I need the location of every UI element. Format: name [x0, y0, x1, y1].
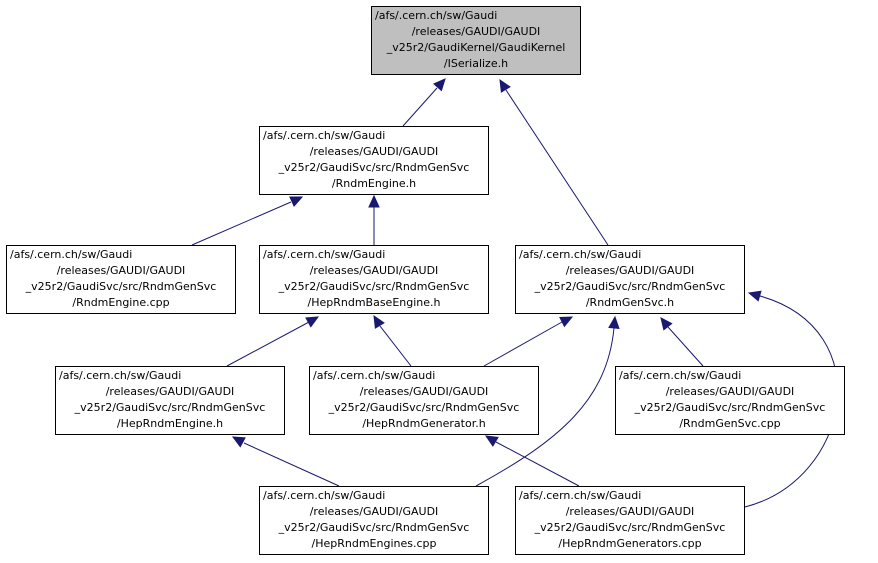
node-label-line: /afs/.cern.ch/sw/Gaudi: [375, 9, 498, 22]
node-label-line: /releases/GAUDI/GAUDI: [309, 505, 439, 518]
arrowhead-icon: [231, 436, 246, 448]
node-label-line: /RndmGenSvc.cpp: [679, 417, 781, 430]
node-label-line: /afs/.cern.ch/sw/Gaudi: [519, 489, 642, 502]
node-heprndmengines-cpp[interactable]: /afs/.cern.ch/sw/Gaudi/releases/GAUDI/GA…: [259, 486, 489, 555]
node-rndmengine-cpp[interactable]: /afs/.cern.ch/sw/Gaudi/releases/GAUDI/GA…: [6, 245, 236, 314]
arrowhead-icon: [660, 317, 673, 331]
node-label-line: /afs/.cern.ch/sw/Gaudi: [263, 129, 386, 142]
edge-rndmengine_cpp-to-rndmengine_h: [191, 201, 292, 246]
arrowhead-icon: [499, 78, 511, 93]
edge-heprndmengines_cpp-to-heprndmengine_h: [243, 442, 340, 487]
node-label-line: /RndmEngine.cpp: [72, 296, 170, 309]
edge-rndmengine_h-to-iserialize: [402, 87, 438, 127]
node-rndmgensvc-cpp[interactable]: /afs/.cern.ch/sw/Gaudi/releases/GAUDI/GA…: [615, 366, 845, 435]
node-rndmengine-h[interactable]: /afs/.cern.ch/sw/Gaudi/releases/GAUDI/GA…: [259, 126, 489, 195]
node-label-line: _v25r2/GaudiSvc/src/RndmGenSvc: [25, 280, 217, 293]
node-label-line: _v25r2/GaudiSvc/src/RndmGenSvc: [534, 280, 726, 293]
arrowhead-icon: [373, 314, 385, 329]
node-label-line: /HepRndmBaseEngine.h: [307, 296, 441, 309]
node-label-line: _v25r2/GaudiSvc/src/RndmGenSvc: [534, 521, 726, 534]
edge-heprndmengine_h-to-heprndmbaseengine_h: [226, 321, 310, 367]
node-label-line: /releases/GAUDI/GAUDI: [565, 264, 695, 277]
node-heprndmbaseengine-h[interactable]: /afs/.cern.ch/sw/Gaudi/releases/GAUDI/GA…: [259, 245, 489, 314]
node-label-line: _v25r2/GaudiKernel/GaudiKernel: [386, 41, 566, 54]
edge-rndmgensvc_h-to-iserialize: [505, 89, 609, 246]
node-label-line: /afs/.cern.ch/sw/Gaudi: [519, 248, 642, 261]
node-iserialize: /afs/.cern.ch/sw/Gaudi/releases/GAUDI/GA…: [371, 6, 581, 75]
node-label-line: /releases/GAUDI/GAUDI: [565, 505, 695, 518]
arrowhead-icon: [747, 290, 762, 302]
node-heprndmgenerator-h[interactable]: /afs/.cern.ch/sw/Gaudi/releases/GAUDI/GA…: [309, 366, 539, 435]
node-label-line: /RndmEngine.h: [331, 177, 417, 190]
arrowhead-icon: [559, 316, 574, 328]
edge-heprndmgenerators_cpp-to-heprndmgenerator_h: [495, 441, 580, 487]
node-heprndmgenerators-cpp[interactable]: /afs/.cern.ch/sw/Gaudi/releases/GAUDI/GA…: [515, 486, 745, 555]
node-label-line: /HepRndmEngines.cpp: [311, 537, 437, 550]
node-label-line: _v25r2/GaudiSvc/src/RndmGenSvc: [328, 401, 520, 414]
node-label-line: /HepRndmGenerator.h: [362, 417, 486, 430]
node-label-line: /RndmGenSvc.h: [585, 296, 675, 309]
node-label-line: /releases/GAUDI/GAUDI: [56, 264, 186, 277]
node-label-line: _v25r2/GaudiSvc/src/RndmGenSvc: [634, 401, 826, 414]
arrowhead-icon: [433, 78, 446, 92]
arrowhead-icon: [305, 316, 320, 328]
node-label-line: /afs/.cern.ch/sw/Gaudi: [263, 248, 386, 261]
node-label-line: /releases/GAUDI/GAUDI: [309, 145, 439, 158]
node-label-line: /afs/.cern.ch/sw/Gaudi: [313, 369, 436, 382]
node-label-line: _v25r2/GaudiSvc/src/RndmGenSvc: [278, 280, 470, 293]
node-label-line: /ISerialize.h: [443, 57, 509, 70]
node-label-line: /afs/.cern.ch/sw/Gaudi: [59, 369, 182, 382]
node-label-line: /HepRndmEngine.h: [116, 417, 224, 430]
node-label-line: _v25r2/GaudiSvc/src/RndmGenSvc: [74, 401, 266, 414]
node-label-line: _v25r2/GaudiSvc/src/RndmGenSvc: [278, 161, 470, 174]
edge-rndmgensvc_cpp-to-rndmgensvc_h: [667, 326, 704, 367]
node-label-line: /releases/GAUDI/GAUDI: [105, 385, 235, 398]
node-label-line: /afs/.cern.ch/sw/Gaudi: [619, 369, 742, 382]
node-label-line: _v25r2/GaudiSvc/src/RndmGenSvc: [278, 521, 470, 534]
node-heprndmengine-h[interactable]: /afs/.cern.ch/sw/Gaudi/releases/GAUDI/GA…: [55, 366, 285, 435]
node-label-line: /HepRndmGenerators.cpp: [558, 537, 702, 550]
arrowhead-icon: [289, 196, 304, 208]
edge-heprndmgenerator_h-to-heprndmbaseengine_h: [379, 325, 412, 367]
node-label-line: /afs/.cern.ch/sw/Gaudi: [10, 248, 133, 261]
arrowhead-icon: [608, 315, 620, 330]
arrowhead-icon: [484, 435, 499, 447]
node-label-line: /releases/GAUDI/GAUDI: [665, 385, 795, 398]
node-label-line: /releases/GAUDI/GAUDI: [359, 385, 489, 398]
arrowhead-icon: [368, 194, 380, 208]
node-rndmgensvc-h[interactable]: /afs/.cern.ch/sw/Gaudi/releases/GAUDI/GA…: [515, 245, 745, 314]
edge-heprndmgenerator_h-to-rndmgensvc_h: [483, 321, 563, 367]
node-label-line: /releases/GAUDI/GAUDI: [309, 264, 439, 277]
node-label-line: /afs/.cern.ch/sw/Gaudi: [263, 489, 386, 502]
node-label-line: /releases/GAUDI/GAUDI: [411, 25, 541, 38]
edge-heprndmengines_cpp-to-rndmgensvc_h: [475, 327, 615, 487]
